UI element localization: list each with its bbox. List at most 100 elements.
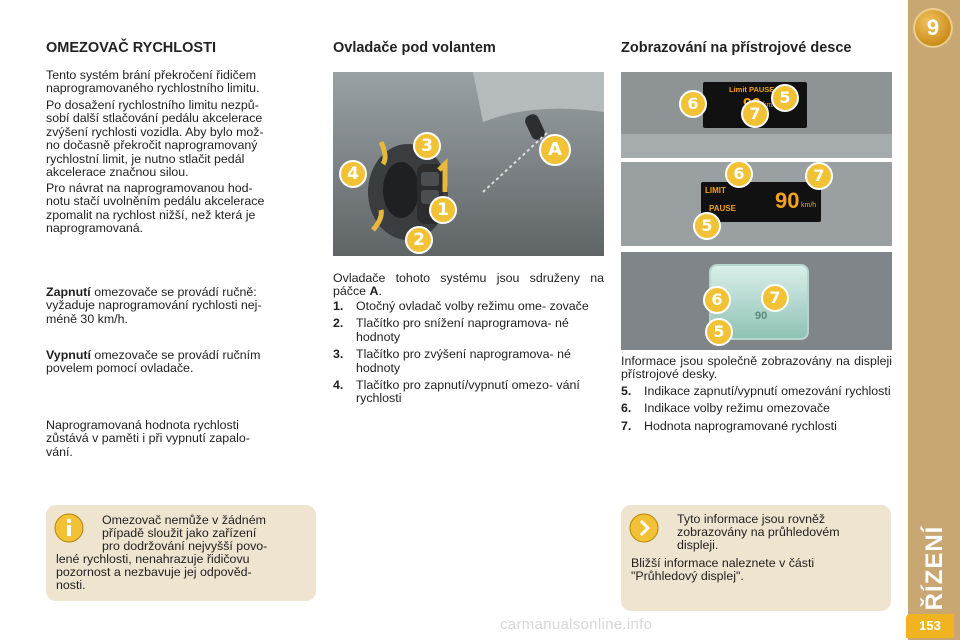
watermark: carmanualsonline.info xyxy=(500,616,653,633)
line: vyžaduje naprogramování rychlosti nej- xyxy=(46,298,262,313)
item-text: Indikace volby režimu omezovače xyxy=(644,401,830,416)
callout-5: 5 xyxy=(771,84,799,112)
col2-lead: Ovladače tohoto systému jsou sdruženy na… xyxy=(333,271,604,299)
callout-6: 6 xyxy=(703,286,731,314)
chapter-number: 9 xyxy=(926,15,940,40)
item-text: Tlačítko pro zapnutí/vypnutí omezo- vání… xyxy=(356,378,580,406)
list-item: 6. Indikace volby režimu omezovače xyxy=(621,401,892,416)
lead-end: . xyxy=(378,284,382,299)
info-icon xyxy=(54,513,84,543)
line: Omezovač nemůže v žádném xyxy=(102,513,266,527)
col2-heading: Ovladače pod volantem xyxy=(333,40,496,56)
hud-value: 90 xyxy=(755,310,768,322)
line: Pro návrat na naprogramovanou hod- xyxy=(46,181,253,195)
section-title: ŘÍZENÍ xyxy=(905,520,960,616)
callout-3: 3 xyxy=(413,132,441,160)
line: naprogramovaného rychlostního limitu. xyxy=(46,81,260,96)
callout-1: 1 xyxy=(429,196,457,224)
chapter-sidebar xyxy=(908,0,960,640)
list-item: 7. Hodnota naprogramované rychlosti xyxy=(621,418,892,433)
line: Tento systém brání překročení řidičem xyxy=(46,68,257,82)
chapter-badge: 9 xyxy=(913,8,953,48)
display-2-limit: LIMIT xyxy=(705,186,726,195)
col1-zapnuti: Zapnutí omezovače se provádí ručně: vyža… xyxy=(46,285,316,326)
display-2-screen: LIMIT PAUSE 90 km/h xyxy=(701,182,821,222)
line: Naprogramovaná hodnota rychlosti xyxy=(46,418,239,432)
line: Tyto informace jsou rovněž xyxy=(677,512,826,526)
info-text-bottom: Bližší informace naleznete v části "Průh… xyxy=(631,556,883,584)
instrument-display-2: LIMIT PAUSE 90 km/h 6 7 5 xyxy=(621,162,892,246)
line: notu stačí uvolněním pedálu akcelerace xyxy=(46,194,265,209)
line: omezovače se provádí ručním xyxy=(90,348,261,362)
section-title-text: ŘÍZENÍ xyxy=(921,525,948,611)
callout-A: A xyxy=(539,134,571,166)
col1-intro: Tento systém brání překročení řidičem na… xyxy=(46,68,316,96)
item-text: Tlačítko pro zvýšení naprogramova- né ho… xyxy=(356,347,571,375)
zapnuti-label: Zapnutí xyxy=(46,285,91,299)
line: méně 30 km/h. xyxy=(46,311,128,326)
item-number: 7. xyxy=(621,418,632,433)
col2-list: 1.Otočný ovladač volby režimu ome- zovač… xyxy=(333,299,604,410)
line: zobrazovány na průhledovém xyxy=(677,525,840,540)
line: nosti. xyxy=(56,578,86,593)
list-item: 5. Indikace zapnutí/vypnutí omezování ryc… xyxy=(621,384,892,398)
line: naprogramovaná. xyxy=(46,221,144,236)
info-text-top: Tyto informace jsou rovněž zobrazovány n… xyxy=(677,512,883,553)
item-number: 6. xyxy=(621,401,632,416)
callout-5: 5 xyxy=(693,212,721,240)
steering-controls-figure: 3 4 1 2 A xyxy=(333,72,604,256)
line: zpomalit na rychlost nižší, než která je xyxy=(46,207,256,222)
lever-a: A xyxy=(369,284,379,299)
warning-text-bottom: lené rychlosti, nenahrazuje řidičovu poz… xyxy=(56,552,308,593)
line: Po dosažení rychlostního limitu nezpů- xyxy=(46,98,259,112)
col1-memory: Naprogramovaná hodnota rychlosti zůstává… xyxy=(46,418,316,459)
item-number: 5. xyxy=(621,384,632,398)
col1-heading: OMEZOVAČ RYCHLOSTI xyxy=(46,40,216,56)
line: zvýšení rychlosti vozidla. Aby bylo mož- xyxy=(46,124,264,139)
line: omezovače se provádí ručně: xyxy=(90,285,257,299)
callout-4: 4 xyxy=(339,160,367,188)
lead-text: Ovladače tohoto systému jsou sdruženy na… xyxy=(333,271,604,299)
line: Bližší informace naleznete v části xyxy=(631,556,815,570)
list-item: 2.Tlačítko pro snížení naprogramova- né … xyxy=(333,316,604,344)
page-number: 153 xyxy=(906,614,954,638)
vypnuti-label: Vypnutí xyxy=(46,348,91,362)
head-up-display: 90 6 7 5 xyxy=(621,252,892,350)
line: lené rychlosti, nenahrazuje řidičovu xyxy=(56,552,250,566)
display-1-unit: km/h xyxy=(763,102,779,109)
item-number: 3. xyxy=(333,347,344,362)
col1-vypnuti: Vypnutí omezovače se provádí ručním pove… xyxy=(46,348,316,376)
item-number: 1. xyxy=(333,299,344,313)
chevron-right-icon xyxy=(629,513,659,543)
warning-note: Omezovač nemůže v žádném případě sloužit… xyxy=(46,505,316,601)
line: sobí další stlačování pedálu akcelerace xyxy=(46,111,263,126)
line: pozornost a nezbavuje jej odpověd- xyxy=(56,565,252,580)
line: rychlostní limit, je nutno stlačit pedál xyxy=(46,151,245,166)
item-number: 4. xyxy=(333,378,344,393)
warning-text-top: Omezovač nemůže v žádném případě sloužit… xyxy=(102,513,308,554)
list-item: 1.Otočný ovladač volby režimu ome- zovač… xyxy=(333,299,604,313)
callout-6: 6 xyxy=(725,162,753,188)
line: pro dodržování nejvyšší povo- xyxy=(102,539,268,554)
col3-heading: Zobrazování na přístrojové desce xyxy=(621,40,852,56)
line: vání. xyxy=(46,444,73,459)
display-1-frame xyxy=(621,134,892,158)
info-note: Tyto informace jsou rovněž zobrazovány n… xyxy=(621,505,891,611)
callout-5: 5 xyxy=(705,318,733,346)
item-text: Indikace zapnutí/vypnutí omezování rychl… xyxy=(644,384,891,398)
item-text: Hodnota naprogramované rychlosti xyxy=(644,418,837,433)
display-2-unit: km/h xyxy=(801,202,817,209)
display-2-value: 90 xyxy=(775,188,800,213)
line: no dočasně překročit naprogramovaný xyxy=(46,138,258,153)
callout-7: 7 xyxy=(805,162,833,190)
display-2-pause: PAUSE xyxy=(709,204,736,213)
line: případě sloužit jako zařízení xyxy=(102,526,257,541)
line: povelem pomocí ovladače. xyxy=(46,361,194,376)
line: "Průhledový displej". xyxy=(631,569,744,584)
callout-6: 6 xyxy=(679,90,707,118)
display-1-label: Limit PAUSE xyxy=(729,85,775,94)
callout-2: 2 xyxy=(405,226,433,254)
callout-7: 7 xyxy=(741,100,769,128)
line: akcelerace značnou silou. xyxy=(46,165,189,180)
line: displeji. xyxy=(677,538,719,553)
